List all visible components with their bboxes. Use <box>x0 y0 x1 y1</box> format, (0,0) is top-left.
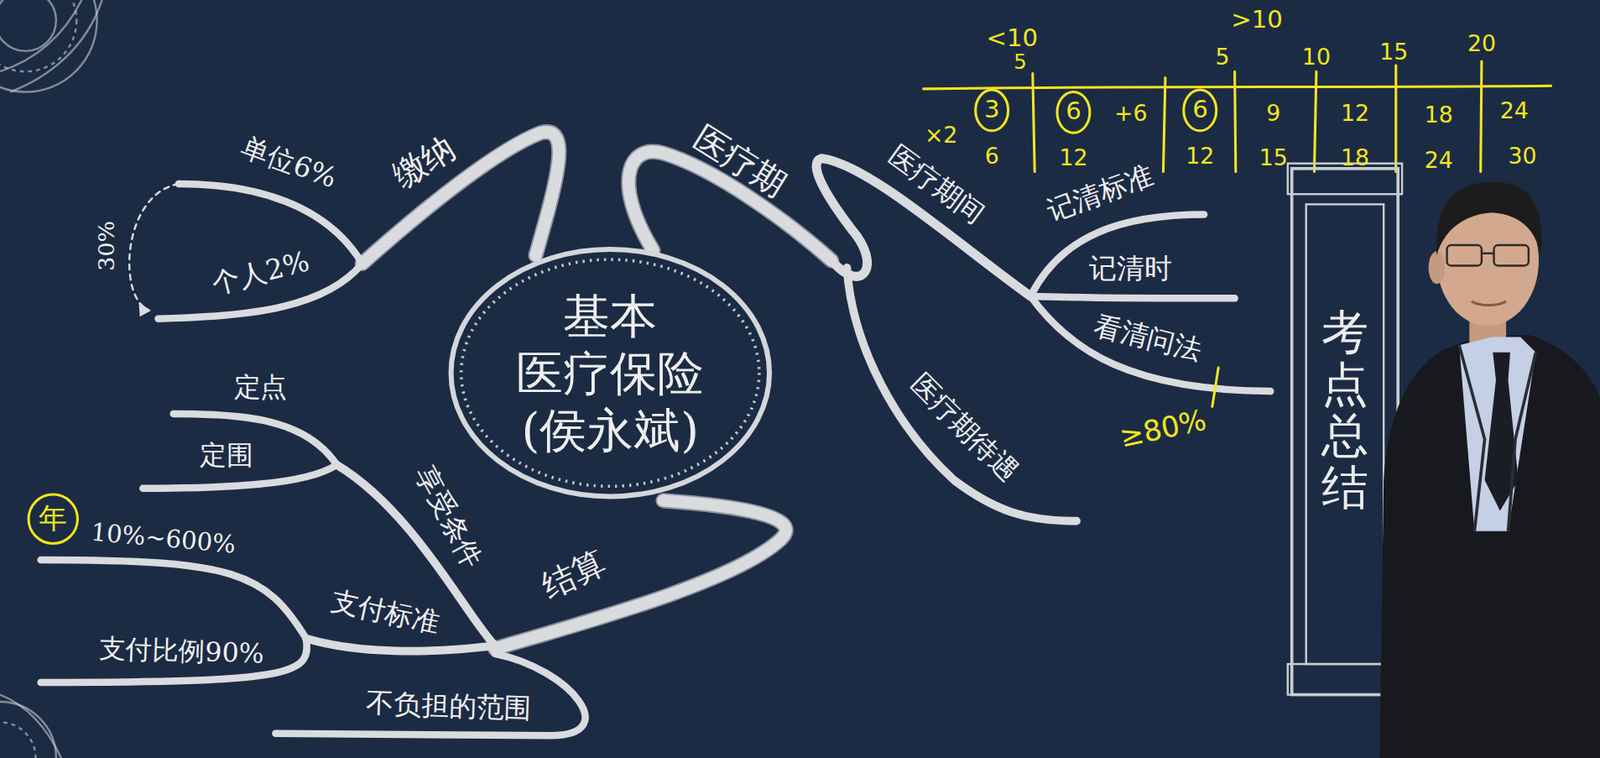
dashed-arc <box>129 183 179 310</box>
handwritten-note: 3 <box>984 95 1001 125</box>
handwritten-circle <box>975 89 1009 131</box>
handwritten-note: 6 <box>1192 95 1209 125</box>
branch-label: 不负担的范围 <box>365 685 532 724</box>
lapel <box>1459 344 1536 531</box>
ornament-ring <box>0 0 98 93</box>
handwritten-tick <box>1032 73 1035 172</box>
branch-band <box>173 413 338 465</box>
handwritten-note: 6 <box>985 142 1000 169</box>
branch-band <box>275 653 585 735</box>
glasses <box>1481 252 1495 255</box>
branch-label: 记清时 <box>1089 251 1173 284</box>
handwritten-note: 10 <box>1302 43 1331 70</box>
handwritten-circle <box>1057 92 1090 134</box>
handwritten-note: 30 <box>1508 142 1538 169</box>
handwritten-note: 18 <box>1340 144 1370 171</box>
branch-label: 医疗期间 <box>882 138 991 230</box>
handwritten-note: >10 <box>1230 5 1283 35</box>
topic-ellipse: 基本 医疗保险 (侯永斌) <box>447 244 774 501</box>
branch-bands <box>41 131 1272 735</box>
handwritten-circle <box>1183 89 1217 131</box>
handwritten-note: 9 <box>1266 99 1281 126</box>
ornament-swirl <box>0 694 62 758</box>
branch-label: 医疗期待遇 <box>904 366 1025 487</box>
branch-label: 支付标准 <box>328 583 443 638</box>
branch-label: 单位6% <box>236 129 341 193</box>
presenter-figure <box>1379 182 1600 758</box>
handwritten-circle <box>28 494 78 543</box>
branch-band <box>1030 296 1235 298</box>
branch-band <box>362 131 560 264</box>
branch-label: 30% <box>93 220 120 272</box>
handwritten-note: 18 <box>1424 101 1454 128</box>
handwritten-tick <box>1313 71 1316 172</box>
handwritten-note: 15 <box>1259 144 1288 171</box>
handwritten-tick <box>1162 77 1165 172</box>
ornament-ring <box>0 721 37 758</box>
handwritten-note: +6 <box>1114 99 1147 126</box>
panel-title: 考点总结 <box>1321 306 1369 513</box>
branch-label: 定围 <box>199 440 253 471</box>
branch-label: 医疗期 <box>686 118 793 205</box>
handwritten-tick <box>1394 65 1397 172</box>
handwritten-note: ≥80% <box>1116 403 1210 454</box>
suit <box>1379 334 1600 758</box>
handwritten-tick <box>1235 71 1236 172</box>
branch-label: 看清问法 <box>1090 307 1206 365</box>
handwritten-tick <box>1480 61 1482 172</box>
ellipse-border <box>451 249 770 497</box>
branch-band <box>41 559 307 639</box>
branch-label: 结算 <box>536 542 611 605</box>
handwritten-note: 12 <box>1340 99 1370 126</box>
handwritten-note: 20 <box>1467 30 1496 57</box>
band-shadow <box>362 131 832 648</box>
handwritten-note: 24 <box>1500 97 1529 124</box>
arrow-head <box>138 302 152 317</box>
handwritten-note: 5 <box>1214 43 1230 70</box>
handwritten-note: 12 <box>1058 144 1088 171</box>
mouth <box>1471 301 1507 306</box>
branch-label: 缴纳 <box>385 128 462 195</box>
corner-ornament <box>0 0 103 758</box>
handwritten-note: <10 <box>985 24 1038 53</box>
branch-band <box>362 131 560 264</box>
handwritten-note: 12 <box>1185 142 1215 169</box>
ornament-ring <box>0 701 57 758</box>
branch-band <box>1030 214 1204 297</box>
branch-label: 定点 <box>234 372 287 403</box>
branch-label: 10%~600% <box>89 518 237 560</box>
ear <box>1428 250 1445 284</box>
ornament-swirl <box>0 0 103 93</box>
handwritten-note: 5 <box>1013 49 1027 73</box>
branch-band <box>306 638 496 652</box>
handwritten-stroke <box>1212 367 1219 407</box>
handwritten-note: ×2 <box>924 121 958 148</box>
panel-frame <box>1306 203 1384 664</box>
handwritten-note: 15 <box>1379 38 1408 65</box>
topic-title: 基本 医疗保险 (侯永斌) <box>492 286 728 459</box>
branch-band <box>495 500 787 648</box>
ornament-ring <box>0 0 77 72</box>
handwriting <box>28 61 1552 543</box>
handwritten-note: 6 <box>1065 98 1082 127</box>
branch-label: 享受条件 <box>409 459 490 573</box>
tie <box>1485 352 1519 511</box>
handwritten-note: 24 <box>1424 146 1454 173</box>
glasses <box>1494 244 1529 266</box>
branch-band <box>495 500 787 648</box>
glasses <box>1447 244 1482 266</box>
band-face <box>41 131 1272 735</box>
handwritten-note: 年 <box>38 502 68 536</box>
ellipse-ornament <box>461 259 760 486</box>
branch-band <box>846 267 1077 522</box>
branch-label: 支付比例90% <box>98 633 265 670</box>
branch-band <box>178 183 363 264</box>
handwritten-line <box>923 85 1552 89</box>
branch-band <box>1030 296 1271 391</box>
shirt <box>1459 337 1536 532</box>
branch-label: 个人2% <box>208 244 312 299</box>
